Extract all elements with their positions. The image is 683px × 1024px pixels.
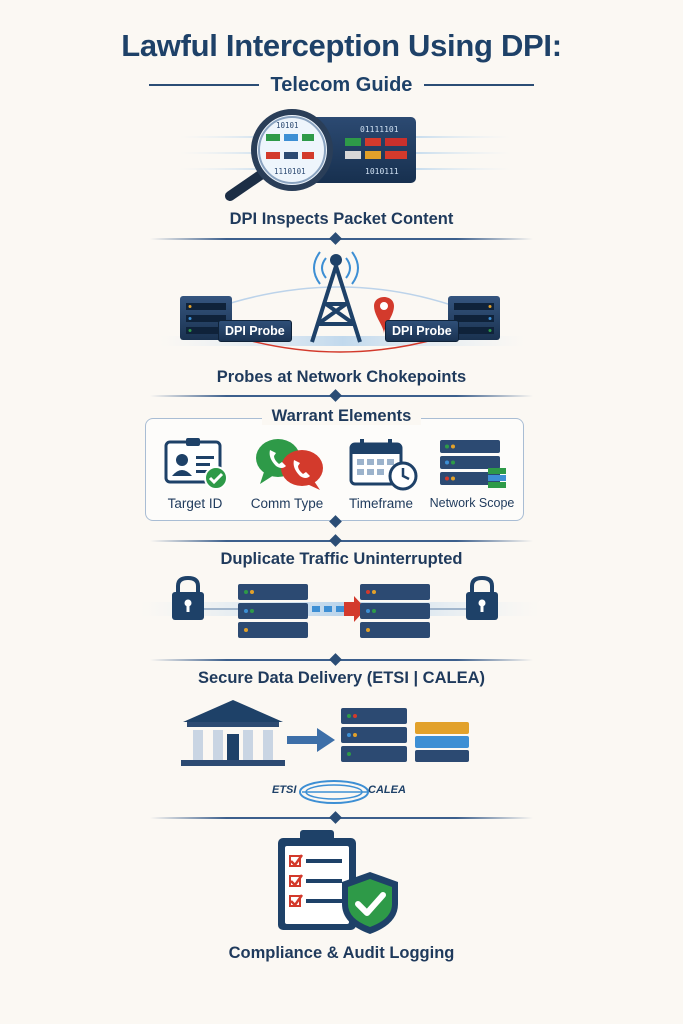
red-traffic-arc bbox=[239, 337, 441, 353]
lock-left-icon bbox=[172, 575, 204, 620]
divider-2-diamond bbox=[329, 389, 342, 402]
warrant-title-text: Warrant Elements bbox=[261, 407, 422, 425]
server-a bbox=[238, 584, 308, 638]
binary-bottom-lens: 1110101 bbox=[274, 167, 306, 176]
subtitle-rule-left bbox=[148, 84, 259, 86]
clipboard-icon bbox=[278, 830, 356, 930]
binary-bottom-right: 1010111 bbox=[365, 167, 399, 176]
delivery-arrow bbox=[287, 728, 335, 752]
network-chokepoint-illustration bbox=[160, 251, 525, 353]
dpi-probe-right: DPI Probe bbox=[385, 320, 459, 342]
duplicate-traffic-illustration bbox=[140, 575, 540, 638]
warrant-label-target: Target ID bbox=[167, 496, 223, 511]
caption-compliance: Compliance & Audit Logging bbox=[228, 944, 455, 962]
lock-right-icon bbox=[466, 575, 498, 620]
divider-5-diamond bbox=[329, 811, 342, 824]
right-server-rack bbox=[448, 296, 500, 340]
location-pin-icon bbox=[374, 297, 394, 334]
warrant-label-comm: Comm Type bbox=[250, 496, 324, 511]
caption-dpi: DPI Inspects Packet Content bbox=[229, 210, 454, 228]
divider-2 bbox=[150, 395, 533, 397]
shield-check-icon bbox=[342, 872, 398, 934]
secure-delivery-illustration bbox=[181, 700, 469, 766]
divider-4-diamond bbox=[329, 653, 342, 666]
divider-5 bbox=[150, 817, 533, 819]
logo-etsi: ETSI bbox=[272, 784, 297, 796]
divider-1 bbox=[150, 238, 533, 240]
binary-top-right: 01111101 bbox=[360, 125, 399, 134]
chat-phone-icon bbox=[256, 439, 323, 490]
magnifier-icon: 10101 1110101 bbox=[225, 109, 333, 201]
page-subtitle: Telecom Guide bbox=[270, 73, 413, 96]
warrant-title: Warrant Elements bbox=[0, 406, 683, 426]
page-title: Lawful Interception Using DPI: bbox=[121, 28, 562, 63]
calendar-clock-icon bbox=[349, 439, 418, 491]
server-b bbox=[360, 584, 430, 638]
divider-3-diamond bbox=[329, 534, 342, 547]
dpi-packet-illustration: 01111101 1010111 10101 1110101 bbox=[180, 109, 510, 201]
packet-blocks bbox=[345, 138, 407, 159]
divider-1-diamond bbox=[329, 232, 342, 245]
compliance-illustration bbox=[278, 830, 398, 934]
subtitle-rule-right bbox=[424, 84, 535, 86]
divider-3 bbox=[150, 540, 533, 542]
caption-probes: Probes at Network Chokepoints bbox=[216, 368, 467, 386]
caption-delivery: Secure Data Delivery (ETSI | CALEA) bbox=[197, 669, 486, 687]
delivery-server-stack bbox=[341, 708, 407, 762]
cell-tower-icon bbox=[310, 251, 362, 343]
logo-calea: CALEA bbox=[368, 784, 406, 796]
etsi-calea-logo bbox=[299, 780, 369, 804]
warrant-label-scope: Network Scope bbox=[429, 496, 515, 510]
server-stack-icon bbox=[440, 440, 506, 488]
id-card-icon bbox=[164, 438, 228, 490]
government-building-icon bbox=[181, 700, 285, 766]
divider-4 bbox=[150, 659, 533, 661]
subtitle-row: Telecom Guide bbox=[0, 72, 683, 98]
binary-top-lens: 10101 bbox=[276, 121, 299, 130]
warrant-label-timeframe: Timeframe bbox=[348, 496, 413, 511]
dpi-probe-left: DPI Probe bbox=[218, 320, 292, 342]
duplicate-arrow bbox=[312, 596, 366, 622]
caption-duplicate: Duplicate Traffic Uninterrupted bbox=[220, 550, 463, 568]
data-storage-icon bbox=[415, 722, 469, 762]
